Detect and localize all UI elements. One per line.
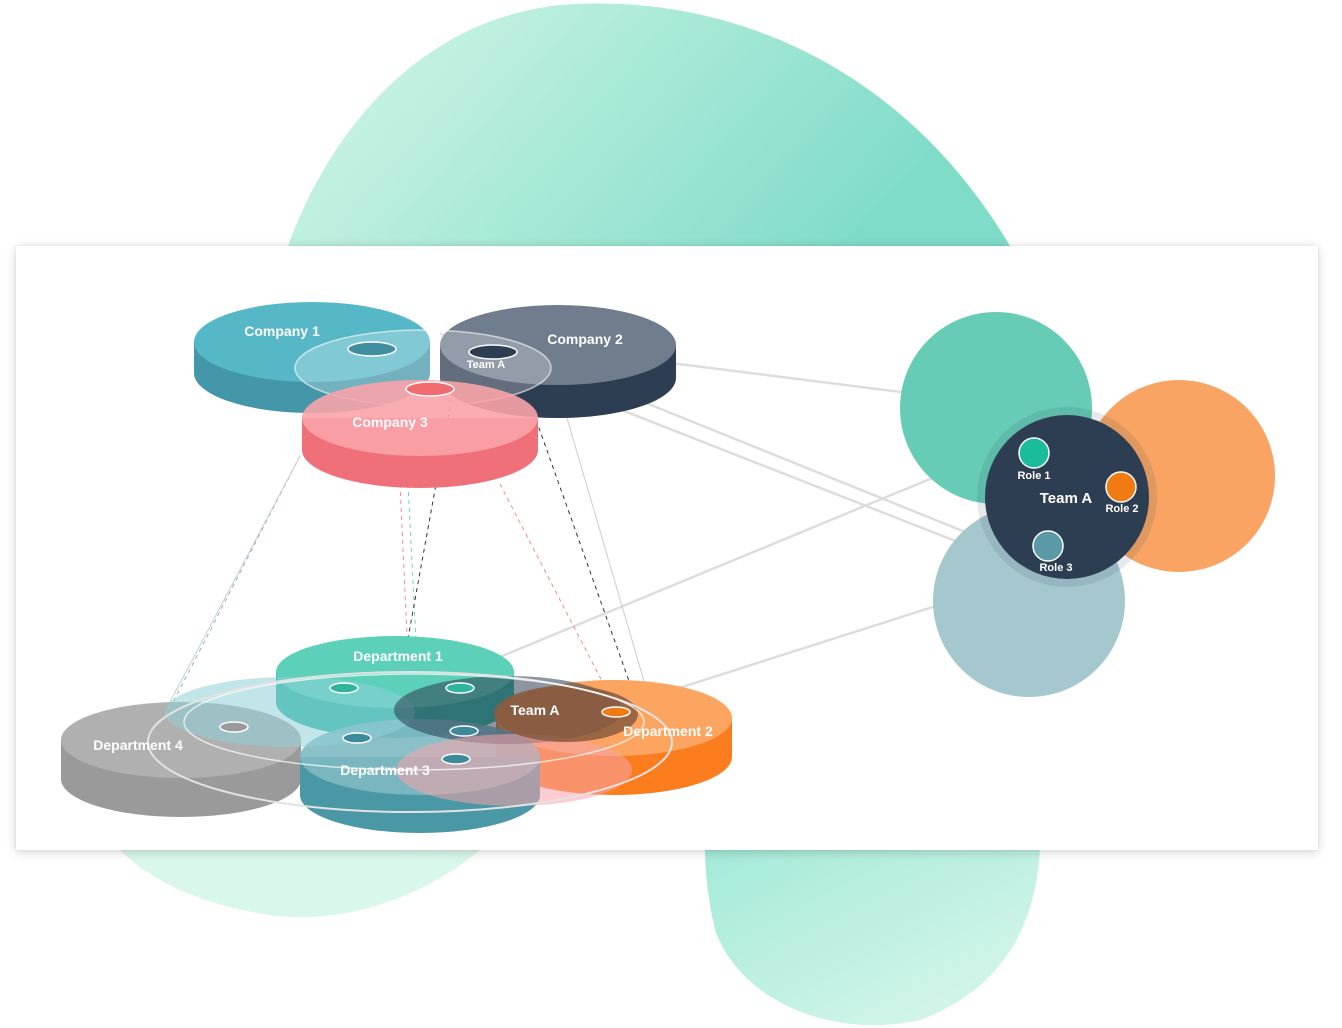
blob-bottom-right [705,850,1040,1026]
department-3-team-marker-2 [449,725,479,737]
team-view-team-label: Team A [1040,490,1093,507]
department-3-team-marker [342,732,372,744]
blob-top [288,3,1010,247]
department-3-label: Department 3 [340,762,430,778]
department-team-label: Team A [510,702,559,718]
company-2-team-marker [468,344,518,360]
role-3-dot[interactable] [1032,530,1064,562]
department-3-team-marker-3 [441,753,471,765]
blob-bottom-left [120,850,480,918]
company-1-team-marker [347,341,397,357]
department-1-label: Department 1 [353,648,443,664]
department-4-team-marker [219,721,249,733]
role-2-dot[interactable] [1105,471,1137,503]
department-4-label: Department 4 [93,737,183,753]
company-1-label: Company 1 [244,323,320,339]
role-1-label: Role 1 [1017,470,1050,482]
company-3-team-marker [405,381,455,397]
role-1-dot[interactable] [1018,437,1050,469]
department-1-team-marker-2 [445,682,475,694]
role-2-label: Role 2 [1105,503,1138,515]
role-3-label: Role 3 [1039,562,1072,574]
company-3-label: Company 3 [352,414,428,430]
company-team-label: Team A [467,359,506,371]
department-team-markers [219,682,631,765]
team-view [900,312,1275,697]
company-2-label: Company 2 [547,331,623,347]
department-2-team-marker [601,706,631,718]
company-3-cylinder[interactable] [302,380,538,488]
department-2-label: Department 2 [623,723,713,739]
department-1-team-marker [329,682,359,694]
